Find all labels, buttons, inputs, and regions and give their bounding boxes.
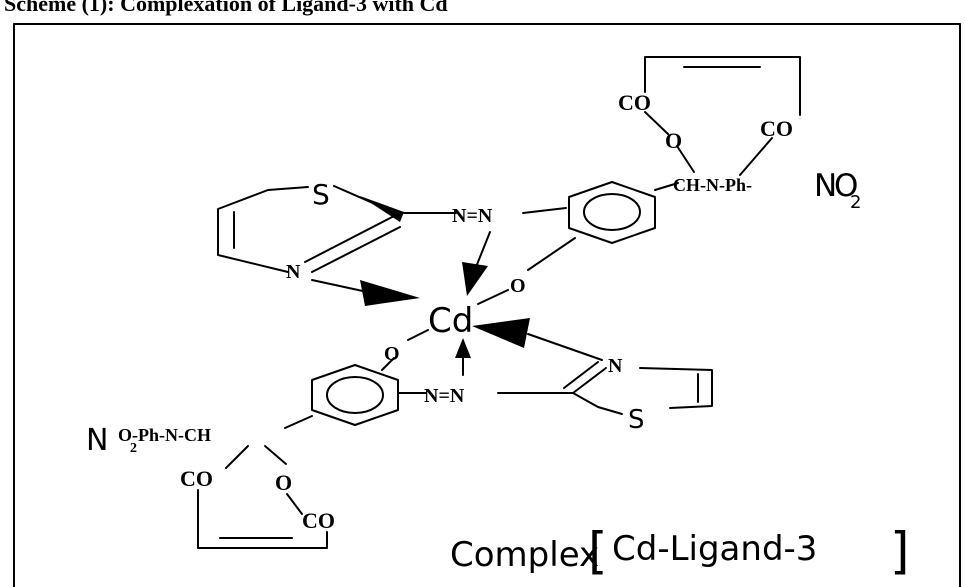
lower-ring-nitrogen: N [608, 355, 623, 377]
lower-phenoxy-oxygen: O [384, 343, 400, 365]
lower-coordination-bonds [407, 318, 603, 376]
upper-wedge-bond [360, 196, 404, 222]
frame [13, 23, 961, 587]
lower-carbonyl-left: CO [180, 466, 213, 491]
lower-ring-oxygen: O [275, 470, 292, 495]
upper-sulfur: S [312, 178, 330, 211]
upper-nitro-o: O [834, 168, 858, 204]
upper-carbonyl-right: CO [760, 116, 793, 141]
complex-bracket-open: [ [588, 522, 608, 580]
cadmium-metal-center: Cd [428, 301, 473, 341]
complex-bracket-close: ] [890, 522, 910, 580]
azo-to-cd-arrowhead [462, 262, 488, 296]
lower-thiazine-ring [497, 361, 713, 415]
upper-ring-nitrogen: N [286, 261, 301, 283]
lower-nitro-o: O [118, 425, 132, 445]
scheme-caption: Scheme (1): Complexation of Ligand-3 wit… [4, 0, 448, 16]
upper-benzene-ring [527, 181, 679, 271]
lower-nitro-subscript: 2 [130, 441, 137, 456]
lower-anhydride-ring [197, 445, 328, 549]
lower-sulfur: S [628, 405, 645, 435]
upper-coordination-bonds [311, 231, 509, 306]
complex-label-name: Cd-Ligand-3 [612, 529, 817, 569]
upper-carbonyl-left: CO [618, 90, 651, 115]
lower-carbonyl-bottom: CO [302, 508, 335, 533]
lower-azo-group: N=N [424, 385, 465, 407]
ring-n-to-cd-arrowhead [360, 280, 420, 306]
lower-ph-n-ch-group: -Ph-N-CH [132, 425, 211, 445]
upper-azo-group: N=N [452, 205, 493, 227]
lower-nitro-n: N [86, 423, 108, 458]
lower-benzene-ring [284, 357, 427, 429]
lower-azo-to-cd-arrowhead [455, 338, 471, 358]
complex-label-word: Complex [450, 535, 599, 575]
upper-ch-n-ph-group: CH-N-Ph- [673, 175, 752, 195]
upper-anhydride-ring [644, 56, 801, 176]
upper-nitro-subscript: 2 [850, 192, 861, 213]
lower-ring-n-to-cd-arrowhead [472, 318, 530, 348]
upper-thiazine-ring [217, 185, 567, 273]
upper-nitro-n: N [814, 168, 837, 204]
upper-phenoxy-oxygen: O [510, 275, 526, 297]
upper-ring-oxygen: O [665, 128, 682, 153]
